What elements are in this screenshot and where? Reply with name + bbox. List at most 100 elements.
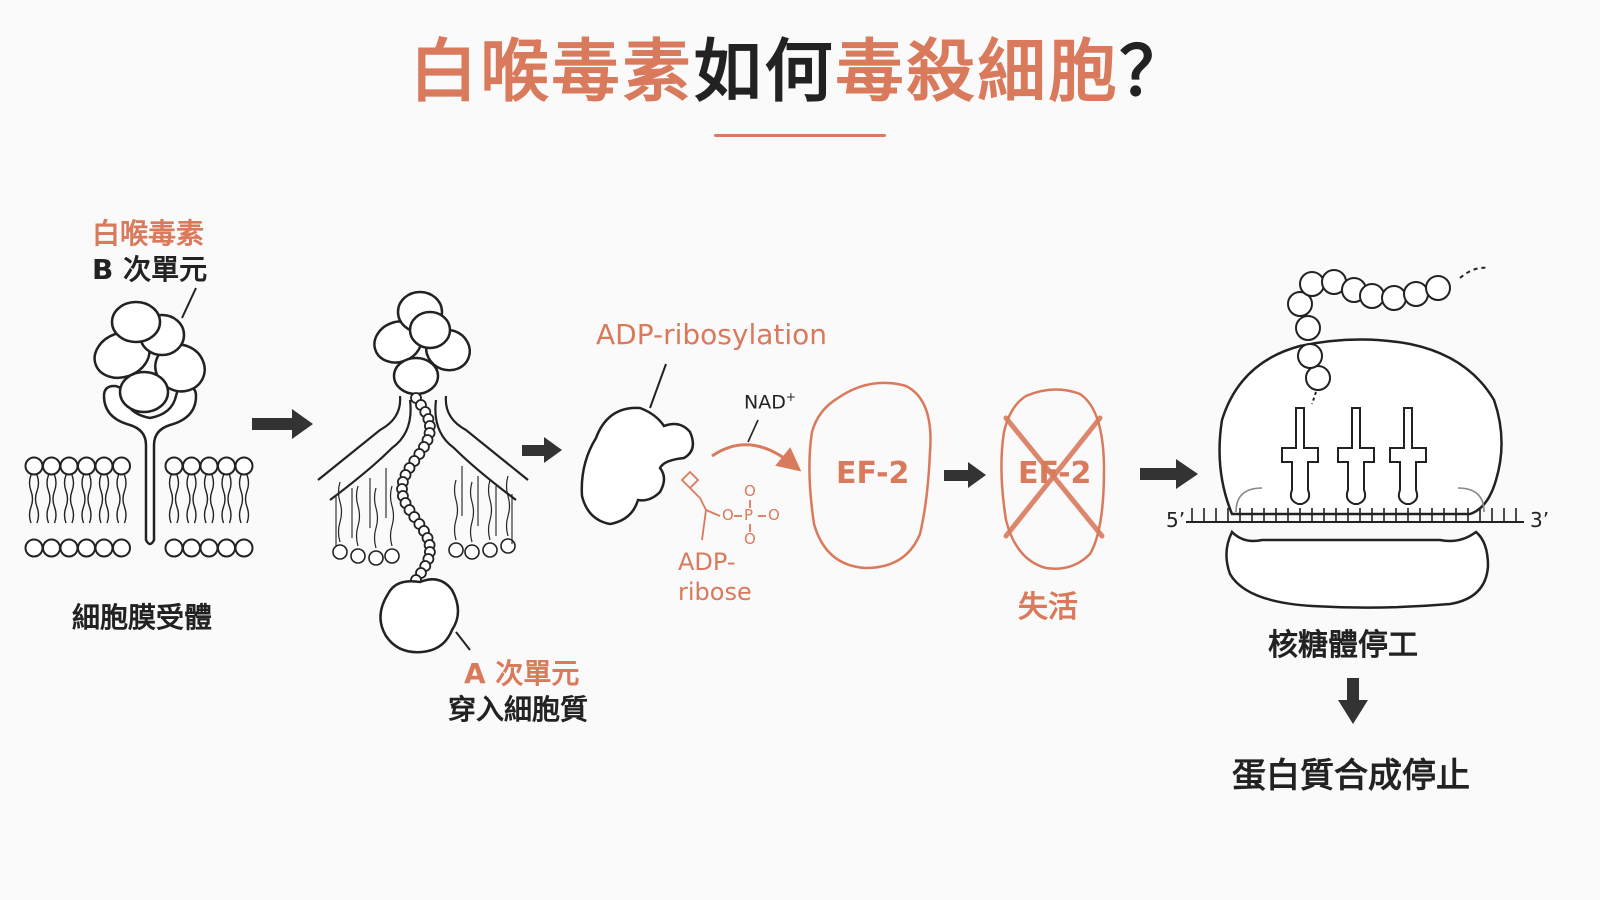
step-arrow — [522, 437, 562, 463]
page-title: 白喉毒素如何毒殺細胞？ — [0, 28, 1600, 118]
amino-acid — [1295, 315, 1321, 341]
lipid-head — [217, 538, 236, 558]
lipid-head — [94, 456, 114, 476]
lipid-head — [199, 456, 219, 476]
lipid-tail — [238, 474, 244, 524]
toxin-a-subunit — [379, 578, 460, 654]
step-arrow — [252, 409, 313, 439]
label-nad: NAD+ — [744, 390, 796, 413]
endosome-lipids — [332, 466, 516, 566]
step-arrow — [1140, 459, 1198, 489]
lipid-tail — [244, 474, 250, 524]
title-part-how: 如何 — [693, 33, 836, 112]
lipid-head — [234, 456, 254, 476]
lipid-head — [112, 538, 131, 558]
lipid-head — [24, 456, 44, 476]
amino-acid — [1297, 343, 1323, 369]
cell-membrane — [24, 456, 254, 558]
lipid-head — [164, 456, 184, 476]
ribosome-small-subunit — [1225, 529, 1490, 609]
lipid-tail — [174, 474, 180, 524]
label-ribosome-stop: 核糖體停工 — [1268, 628, 1418, 663]
lipid-tail — [52, 474, 57, 524]
lipid-head — [42, 538, 61, 558]
lipid-head — [94, 538, 114, 558]
lipid-tail — [98, 474, 104, 524]
lipid-tail — [116, 474, 121, 524]
nad-superscript: + — [785, 390, 796, 404]
catalytic-domain — [580, 406, 695, 526]
toxin-linker-chain — [396, 392, 436, 586]
membrane-receptor — [102, 384, 198, 546]
label-b-subunit: B 次單元 — [92, 253, 208, 286]
trna-molecules — [1281, 407, 1427, 505]
lipid-tail — [209, 474, 215, 524]
endosome-membrane — [317, 395, 529, 501]
ef2-inactive-protein — [1000, 388, 1106, 570]
lipid-tail — [104, 474, 110, 524]
mrna-strand — [1186, 508, 1524, 523]
lipid-tail — [355, 485, 361, 547]
ribosylation-leader — [649, 363, 667, 409]
lipid-head — [182, 456, 201, 476]
amino-acid — [1299, 271, 1325, 297]
toxin-b-subunit-2 — [373, 290, 472, 396]
label-protein-synthesis-stop: 蛋白質合成停止 — [1232, 756, 1470, 796]
title-part-toxin: 白喉毒素 — [409, 33, 694, 112]
label-ef2: EF-2 — [836, 456, 910, 491]
title-part-kill-cell: 毒殺細胞 — [835, 33, 1120, 112]
lipid-tail — [469, 481, 475, 543]
lipid-head — [217, 456, 236, 476]
label-adp-ribose-line2: ribose — [678, 578, 752, 606]
down-arrow — [1338, 678, 1368, 724]
lipid-head — [112, 456, 131, 476]
toxin-b-subunit — [93, 300, 206, 414]
nad-text: NAD — [744, 391, 786, 414]
lipid-head — [464, 544, 480, 560]
label-a-subunit: A 次單元 — [464, 657, 580, 690]
lipid-tail — [28, 474, 34, 524]
lipid-head — [182, 538, 201, 558]
lipid-tail — [69, 474, 75, 524]
label-inactivated: 失活 — [1018, 590, 1078, 625]
amino-acid — [1381, 285, 1407, 311]
lipid-head — [234, 538, 254, 558]
lipid-tail — [487, 479, 493, 541]
lipid-head — [77, 538, 96, 558]
phosphate-o-bottom: O — [744, 530, 756, 548]
amino-acid — [1305, 365, 1331, 391]
lipid-head — [59, 538, 79, 558]
lipid-head — [448, 542, 464, 558]
ef2-protein — [808, 381, 932, 570]
lipid-tail — [389, 485, 395, 547]
lipid-tail — [122, 474, 127, 524]
amino-acid — [1403, 281, 1429, 307]
phosphate-o-top: O — [744, 482, 756, 500]
label-ef2-inactive: EF-2 — [1018, 456, 1092, 491]
peptide-chain — [1287, 269, 1451, 405]
title-underline — [714, 134, 886, 137]
lipid-tail — [81, 474, 86, 524]
phosphate-p: P — [744, 506, 754, 524]
ribosome-side-arcs — [1235, 487, 1485, 513]
lipid-head — [332, 544, 348, 560]
title-question-mark: ？ — [1119, 33, 1191, 112]
phosphate-o-left: O — [722, 506, 734, 524]
lipid-tail — [221, 474, 226, 524]
lipid-tail — [186, 474, 191, 524]
lipid-head — [164, 538, 184, 558]
lipid-tail — [87, 474, 92, 524]
lipid-head — [42, 456, 61, 476]
trna — [1389, 407, 1427, 505]
lipid-tail — [373, 487, 379, 549]
nad-leader — [747, 419, 759, 443]
lipid-tail — [453, 479, 459, 541]
lipid-tail — [203, 474, 209, 524]
lipid-tail — [337, 481, 343, 543]
peptide-link — [1311, 391, 1317, 405]
trna — [1337, 407, 1375, 505]
phosphate-o-right: O — [768, 506, 780, 524]
label-adp-ribose-line1: ADP- — [678, 548, 736, 576]
